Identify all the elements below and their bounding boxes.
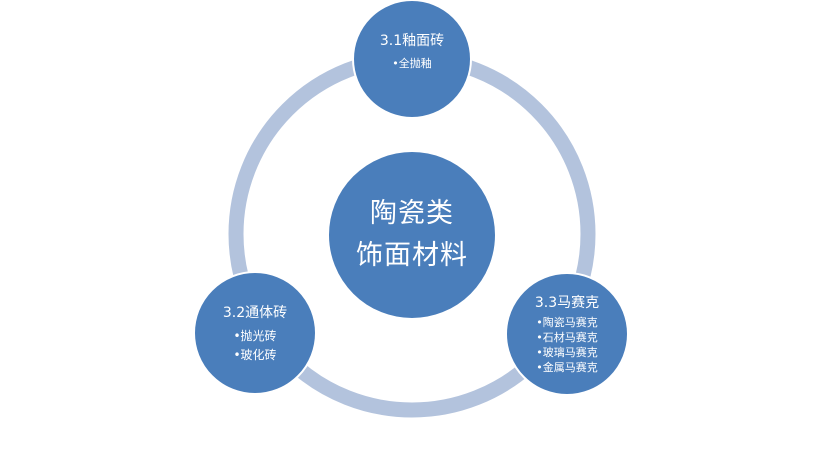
node-item: •石材马赛克 xyxy=(536,330,598,344)
node-item: •玻璃马赛克 xyxy=(536,345,598,359)
node-item: •全抛釉 xyxy=(392,57,432,70)
node-item: •抛光砖 xyxy=(233,328,277,343)
node-title: 3.2通体砖 xyxy=(222,304,288,321)
node-item: •陶瓷马赛克 xyxy=(536,315,598,329)
node-circle-left xyxy=(193,271,317,395)
node-item: •金属马赛克 xyxy=(536,360,598,374)
node-mosaic: 3.3马赛克 •陶瓷马赛克 •石材马赛克 •玻璃马赛克 •金属马赛克 xyxy=(506,285,628,381)
node-glazed-tile: 3.1釉面砖 •全抛釉 xyxy=(353,10,471,110)
center-line-1: 陶瓷类 xyxy=(370,198,454,229)
node-circle-top xyxy=(352,0,472,119)
node-through-body-tile: 3.2通体砖 •抛光砖 •玻化砖 xyxy=(194,290,316,376)
node-title: 3.1釉面砖 xyxy=(379,33,445,49)
center-label: 陶瓷类 饰面材料 xyxy=(328,151,496,319)
node-item: •玻化砖 xyxy=(233,347,277,362)
node-title: 3.3马赛克 xyxy=(534,294,600,311)
node-circle-right xyxy=(505,272,629,396)
center-line-2: 饰面材料 xyxy=(356,240,468,271)
center-circle xyxy=(327,150,497,320)
